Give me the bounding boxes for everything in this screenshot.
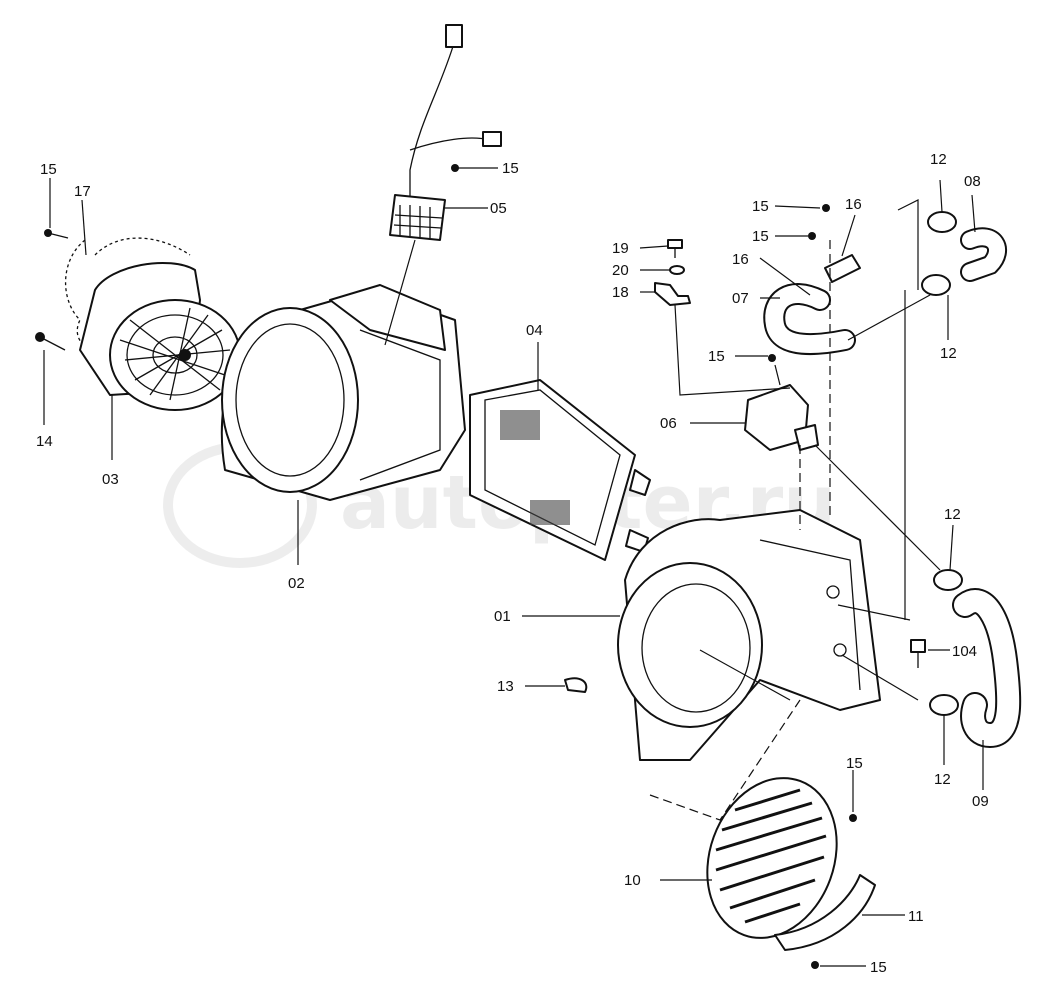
resistor-harness [389,24,502,241]
callout-05: 05 [490,200,507,217]
outlet-grille [706,777,838,939]
callout-12: 12 [944,506,961,523]
callout-10: 10 [624,872,641,889]
callout-labels: 15 17 14 03 02 05 15 04 01 13 06 07 16 1… [36,151,989,976]
callout-02: 02 [288,575,305,592]
callout-12: 12 [930,151,947,168]
callout-08: 08 [964,173,981,190]
callout-07: 07 [732,290,749,307]
callout-17: 17 [74,183,91,200]
callout-11: 11 [908,908,924,925]
hose-08 [960,227,1007,282]
callout-19: 19 [612,240,629,257]
screw-14 [35,332,66,351]
pipe-16 [824,254,861,283]
callout-18: 18 [612,284,629,301]
callout-15: 15 [846,755,863,772]
callout-13: 13 [497,678,514,695]
callout-06: 06 [660,415,677,432]
callout-14: 14 [36,433,53,450]
callout-leaders [43,167,984,967]
callout-20: 20 [612,262,629,279]
callout-01: 01 [494,608,511,625]
callout-12: 12 [934,771,951,788]
bolt-19 [667,239,683,258]
blower-motor-assembly [64,237,241,411]
heater-core [469,379,651,561]
callout-16: 16 [845,196,862,213]
heater-case [617,509,881,761]
callout-15: 15 [752,198,769,215]
hose-clamps-12 [921,211,963,716]
screws-15 [44,164,857,969]
callout-15: 15 [870,959,887,976]
washer-20 [669,265,685,275]
callout-09: 09 [972,793,989,810]
grille-bracket [774,874,876,951]
callout-16: 16 [732,251,749,268]
callout-104: 104 [952,643,977,660]
callout-15: 15 [40,161,57,178]
hose-09 [952,588,1022,749]
callout-12: 12 [940,345,957,362]
callout-15: 15 [708,348,725,365]
water-valve-06 [744,384,819,451]
callout-04: 04 [526,322,543,339]
callout-03: 03 [102,471,119,488]
assembly-lines [384,199,941,821]
hose-07 [763,283,856,356]
bolt-104 [910,639,926,668]
callout-15: 15 [502,160,519,177]
bracket-18 [654,282,691,306]
clip-13 [564,677,588,693]
blower-case [220,284,466,501]
callout-15: 15 [752,228,769,245]
